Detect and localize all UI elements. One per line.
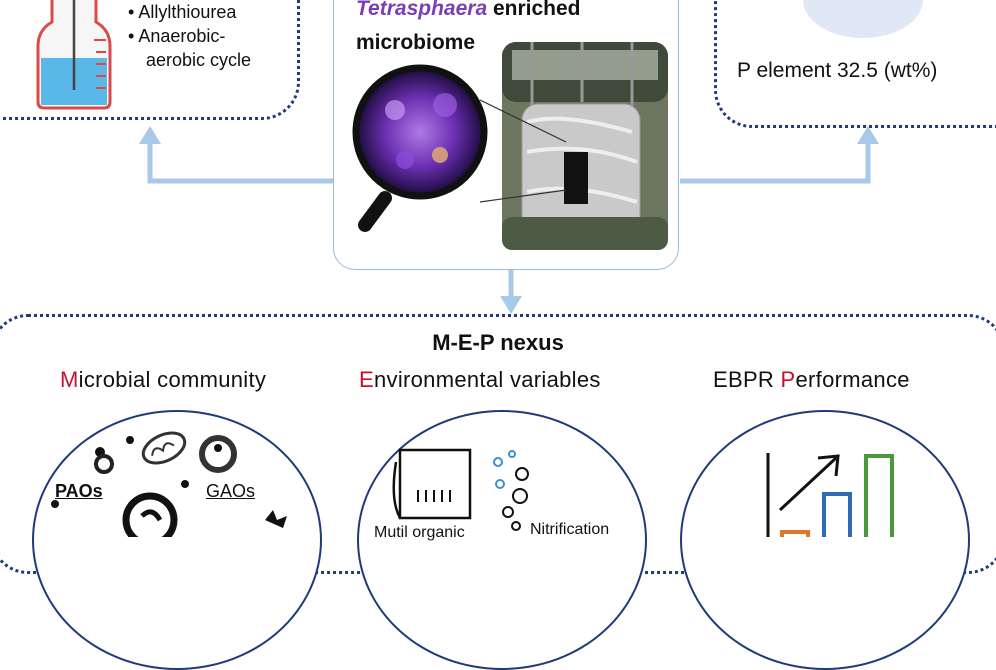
magnifier-icon	[352, 64, 488, 232]
nexus-title: M-E-P nexus	[432, 330, 564, 355]
bioreactor-photo	[502, 42, 668, 250]
top-center-panel	[333, 0, 679, 270]
microbiome-title: Tetrasphaera enriched microbiome	[356, 0, 581, 60]
bullet-anaerobic-cont: aerobic cycle	[146, 50, 252, 70]
top-right-panel	[714, 0, 996, 128]
nitrification-label: Nitrification	[530, 521, 610, 538]
microbe-icons	[51, 431, 287, 537]
beaker-icon	[36, 0, 112, 110]
bar-chart-icon	[766, 453, 894, 537]
organic-label: Mutil organic	[374, 524, 465, 541]
paos-label: PAOs	[55, 481, 103, 501]
col-environmental-header: Environmental variables	[359, 367, 601, 392]
bullet-list: • Allylthiourea • Anaerobic- aerobic cyc…	[128, 0, 251, 72]
arrows	[139, 126, 879, 314]
environment-icons	[392, 448, 529, 531]
title-line2: microbiome	[356, 31, 476, 54]
gaos-label: GAOs	[206, 481, 256, 501]
top-left-panel	[0, 0, 300, 120]
col-microbial-header: Microbial community	[60, 367, 267, 392]
bullet-anaerobic: • Anaerobic-	[128, 26, 226, 46]
title-line1: Tetrasphaera enriched	[356, 0, 581, 20]
transfer-icon	[803, 0, 923, 38]
p-element-label: P element 32.5 (wt%)	[737, 59, 938, 82]
connector-line	[479, 99, 567, 203]
col-performance-header: EBPR Performance	[713, 367, 910, 392]
bullet-allylthiourea: • Allylthiourea	[128, 2, 237, 22]
